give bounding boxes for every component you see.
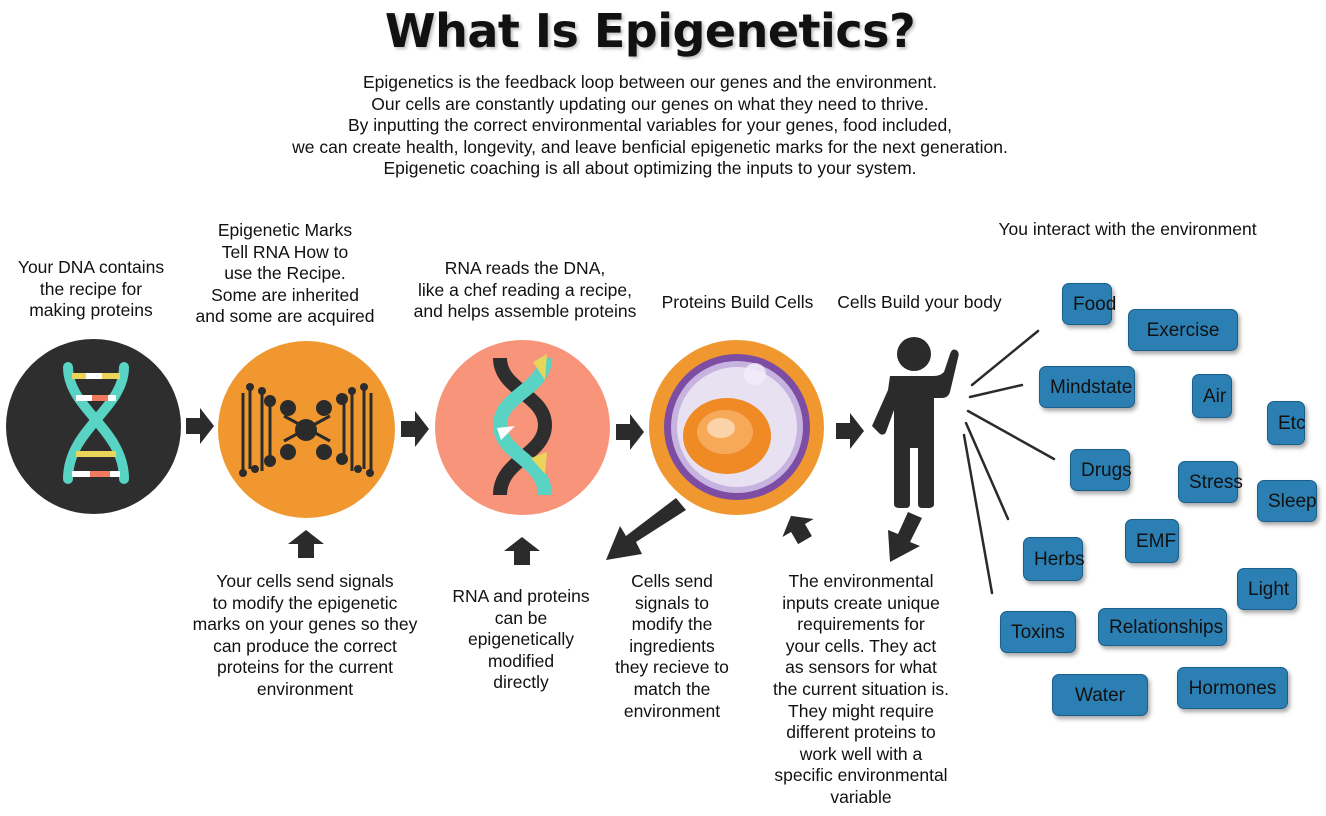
arrow-right-icon bbox=[836, 413, 864, 449]
page-title: What Is Epigenetics? bbox=[384, 4, 916, 58]
arrow-down-left-icon bbox=[888, 512, 922, 562]
factor-water: Water bbox=[1052, 674, 1148, 716]
factor-herbs: Herbs bbox=[1023, 537, 1085, 581]
signals-note: Your cells send signals to modify the ep… bbox=[192, 571, 418, 699]
factor-stress: Stress bbox=[1178, 461, 1243, 503]
dna-circle bbox=[6, 339, 181, 514]
arrow-up-icon bbox=[504, 537, 540, 565]
factor-sleep: Sleep bbox=[1257, 480, 1317, 522]
factor-drugs: Drugs bbox=[1070, 449, 1132, 491]
dna-helix-icon bbox=[63, 362, 129, 484]
arrow-down-left-icon bbox=[606, 498, 686, 560]
proteins-label: Proteins Build Cells bbox=[661, 292, 814, 312]
cells-signal-note: Cells send signals to modify the ingredi… bbox=[615, 571, 729, 721]
arrow-right-icon bbox=[401, 411, 429, 447]
env-inputs-note: The environmental inputs create unique r… bbox=[772, 571, 950, 807]
intro-text: Epigenetics is the feedback loop between… bbox=[200, 72, 1100, 180]
interaction-rays bbox=[962, 329, 1056, 595]
factor-air: Air bbox=[1192, 374, 1232, 418]
intro-line: Epigenetic coaching is all about optimiz… bbox=[383, 158, 917, 179]
rna-modified-note: RNA and proteins can be epigenetically m… bbox=[452, 586, 590, 693]
methyl-marks-icon bbox=[239, 383, 374, 477]
arrow-right-icon bbox=[616, 414, 644, 450]
cell-icon bbox=[664, 354, 810, 500]
intro-line: Epigenetics is the feedback loop between… bbox=[363, 72, 937, 92]
factor-relationships: Relationships bbox=[1098, 608, 1227, 646]
factor-emf: EMF bbox=[1125, 519, 1179, 563]
arrow-up-icon bbox=[782, 515, 814, 545]
arrow-right-icon bbox=[186, 408, 214, 444]
dna-label: Your DNA contains the recipe for making … bbox=[17, 257, 165, 321]
factor-food: Food bbox=[1062, 283, 1116, 325]
intro-line: we can create health, longevity, and lea… bbox=[292, 136, 1008, 157]
cell-circle bbox=[649, 340, 824, 515]
cells-label: Cells Build your body bbox=[837, 292, 1002, 312]
factor-mindstate: Mindstate bbox=[1039, 366, 1135, 408]
arrow-up-icon bbox=[288, 530, 324, 558]
factor-etc: Etc bbox=[1267, 401, 1305, 445]
rna-strand-icon bbox=[492, 354, 553, 496]
intro-line: Our cells are constantly updating our ge… bbox=[371, 93, 929, 114]
person-icon bbox=[872, 337, 959, 508]
marks-label: Epigenetic Marks Tell RNA How to use the… bbox=[195, 220, 375, 327]
rna-circle bbox=[435, 340, 610, 515]
factor-hormones: Hormones bbox=[1177, 667, 1288, 709]
intro-line: By inputting the correct environmental v… bbox=[347, 115, 953, 136]
rna-label: RNA reads the DNA, like a chef reading a… bbox=[413, 258, 637, 322]
factor-toxins: Toxins bbox=[1000, 611, 1076, 653]
marks-circle bbox=[218, 341, 395, 518]
environment-label: You interact with the environment bbox=[998, 219, 1257, 239]
factor-light: Light bbox=[1237, 568, 1297, 610]
factor-exercise: Exercise bbox=[1128, 309, 1238, 351]
